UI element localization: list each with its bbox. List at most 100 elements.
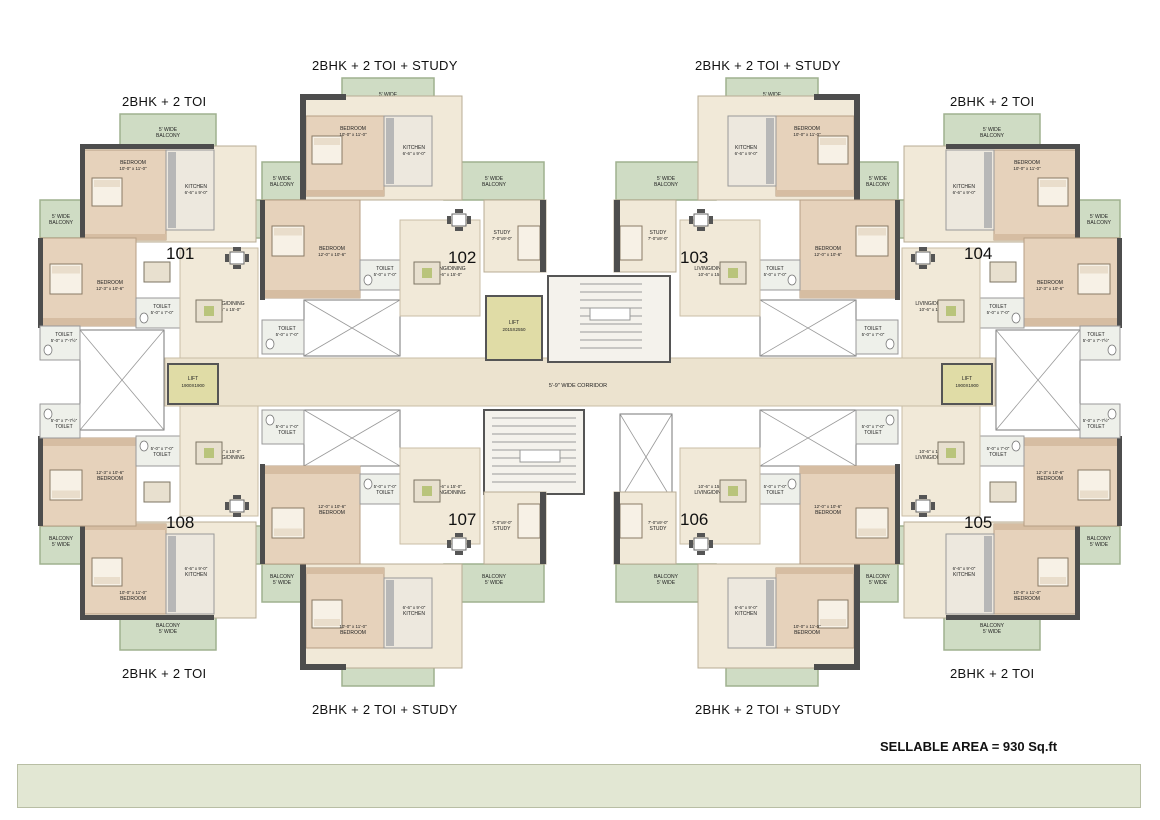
balcony-label: 5' WIDE xyxy=(485,176,504,182)
chair xyxy=(225,254,229,262)
balcony-label: 5' WIDE xyxy=(379,92,398,98)
kitchen-counter xyxy=(168,152,176,228)
bedroom-label: BEDROOM xyxy=(1014,160,1040,166)
room-dimension: 10'-0" x 11'-0" xyxy=(119,590,147,595)
wc xyxy=(1011,440,1021,452)
room-dimension: 6'-6" x 9'-0" xyxy=(735,151,758,156)
bedroom-shadow xyxy=(994,524,1076,530)
dining-table xyxy=(451,213,467,227)
bedroom-label: BEDROOM xyxy=(319,510,345,516)
wall xyxy=(80,522,85,620)
unit-type-label: 2BHK + 2 TOI + STUDY xyxy=(695,702,841,717)
wc xyxy=(363,274,373,286)
kitchen-counter xyxy=(386,118,394,184)
shaft-cross xyxy=(619,413,673,501)
chair xyxy=(447,216,451,224)
balcony xyxy=(1077,199,1121,239)
wall xyxy=(1117,436,1122,526)
wc xyxy=(265,414,275,426)
shaft-cross xyxy=(759,299,857,357)
toilet-label: TOILET xyxy=(766,266,783,272)
wall xyxy=(854,94,860,200)
coffee-table xyxy=(728,268,738,278)
room-dimension: 6'-6" x 9'-0" xyxy=(185,566,208,571)
chair xyxy=(911,502,915,510)
room-dimension: 1900X1900 xyxy=(181,383,205,388)
bedroom-shadow xyxy=(306,568,384,574)
shaft-cross xyxy=(79,329,165,431)
dining-table xyxy=(693,537,709,551)
kitchen-label: KITCHEN xyxy=(953,572,975,578)
unit-number: 108 xyxy=(166,513,195,532)
room-dimension: 6'-6" x 9'-0" xyxy=(403,151,426,156)
balcony-label: 5' WIDE xyxy=(983,629,1002,635)
chair xyxy=(697,227,705,231)
room-dimension: 10'-0" x 11'-0" xyxy=(1013,590,1041,595)
living-label: LIVING/DINING xyxy=(430,266,465,272)
chair xyxy=(709,540,713,548)
dining-table xyxy=(229,499,245,513)
chair xyxy=(233,247,241,251)
balcony-label: BALCONY xyxy=(156,623,181,629)
kitchen-label: KITCHEN xyxy=(185,572,207,578)
room-dimension: 10'-6" x 15'-0" xyxy=(919,307,947,312)
pillow xyxy=(820,138,846,145)
unit-number: 101 xyxy=(166,244,195,263)
living-dining xyxy=(901,247,981,359)
room-dimension: 7'-0"x9'-0" xyxy=(492,236,513,241)
wall xyxy=(614,200,620,272)
wall xyxy=(540,492,546,564)
unit-number: 107 xyxy=(448,510,477,529)
room-dimension: 5'-0" x 7'-0" xyxy=(276,424,299,429)
wall xyxy=(260,200,265,300)
toilet-label: TOILET xyxy=(55,424,72,430)
pillow xyxy=(94,577,120,584)
toilet-label: TOILET xyxy=(989,452,1006,458)
chair xyxy=(455,533,463,537)
lift-big xyxy=(485,295,543,361)
balcony-label: 5' WIDE xyxy=(869,176,888,182)
kitchen-label: KITCHEN xyxy=(403,145,425,151)
bedroom-label: BEDROOM xyxy=(794,630,820,636)
living-label: LIVING/DINING xyxy=(915,301,950,307)
kitchen-counter xyxy=(168,536,176,612)
unit-number: 102 xyxy=(448,248,477,267)
dining-table xyxy=(915,251,931,265)
wall xyxy=(38,238,43,328)
pillow xyxy=(858,228,886,236)
sofa xyxy=(989,481,1017,503)
coffee-table xyxy=(204,306,214,316)
study-label: STUDY xyxy=(494,230,512,236)
toilet-label: TOILET xyxy=(278,430,295,436)
room-dimension: 5'-0" x 7'-0" xyxy=(276,332,299,337)
room-dimension: 12'-3" x 10'-6" xyxy=(1036,286,1064,291)
room-dimension: 5'-0" x 7'-0" xyxy=(764,272,787,277)
wc xyxy=(1011,312,1021,324)
living-label: LIVING/DINING xyxy=(915,455,950,461)
unit-number: 105 xyxy=(964,513,993,532)
room-dimension: 1900X1900 xyxy=(955,383,979,388)
toilet-label: TOILET xyxy=(766,490,783,496)
wall xyxy=(82,615,214,620)
balcony-label: 5' WIDE xyxy=(763,92,782,98)
room-dimension: 6'-6" x 9'-0" xyxy=(953,190,976,195)
wc xyxy=(363,478,373,490)
room-dimension: 10'-0" x 11'-0" xyxy=(1013,166,1041,171)
balcony-label: BALCONY xyxy=(866,182,891,188)
room-dimension: 10'-6" x 15'-0" xyxy=(434,484,462,489)
balcony-label: 5' WIDE xyxy=(273,176,292,182)
room-dimension: 6'-6" x 9'-0" xyxy=(953,566,976,571)
wall xyxy=(1075,522,1080,620)
toilet xyxy=(39,325,81,361)
unit-type-label: 2BHK + 2 TOI + STUDY xyxy=(695,58,841,73)
balcony xyxy=(1077,525,1121,565)
wall xyxy=(302,94,346,100)
chair xyxy=(919,513,927,517)
footer-band xyxy=(17,764,1141,808)
pillow xyxy=(274,228,302,236)
balcony xyxy=(39,199,83,239)
kitchen-label: KITCHEN xyxy=(403,611,425,617)
wall xyxy=(540,200,546,272)
